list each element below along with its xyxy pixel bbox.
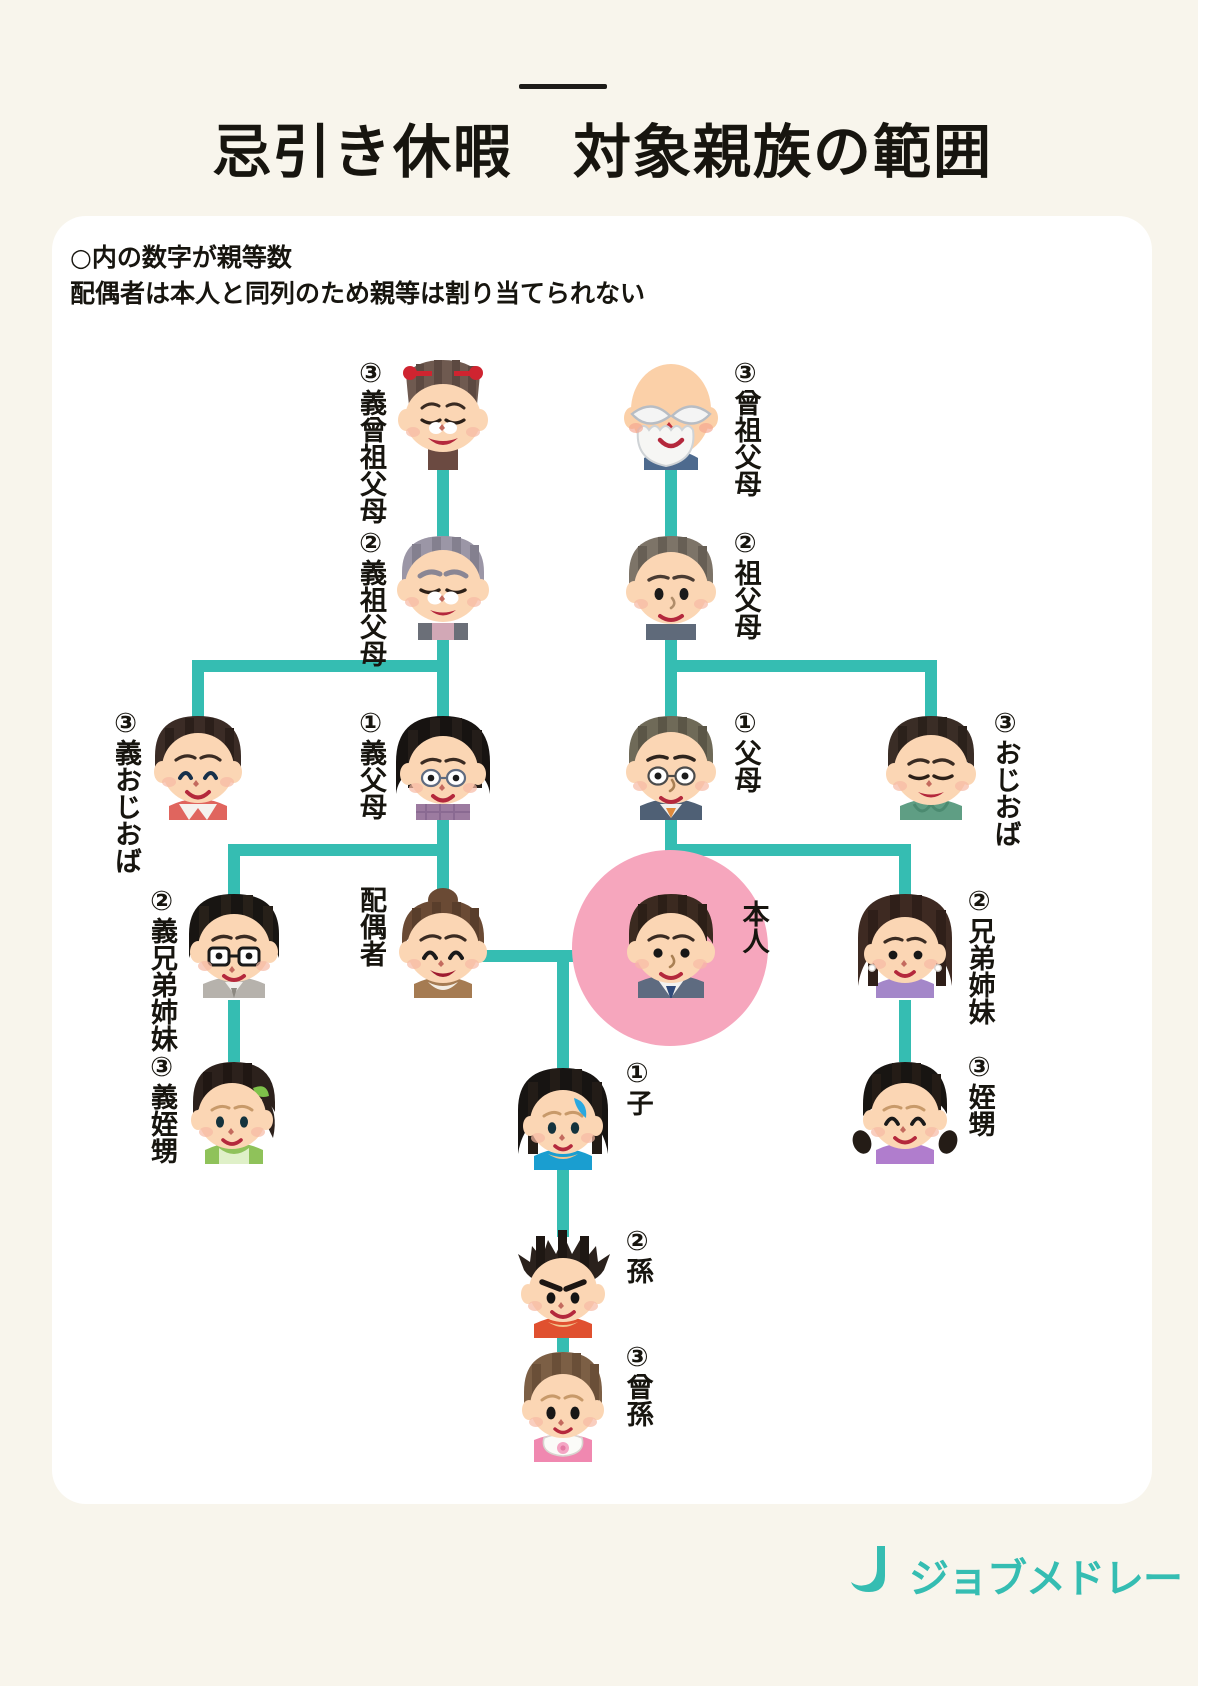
edge-sousofubo-sofubo [665,468,677,538]
node-label-himago: ③曾孫 [621,1342,653,1427]
node-label-haiguusha: 配偶者 [355,886,386,967]
avatar-kyoudai [850,886,960,998]
node-label-gi-fubo: ①義父母 [355,708,386,820]
legend-notes: ○内の数字が親等数 配偶者は本人と同列のため親等は割り当てられない [70,243,646,308]
node-label-gi-meioi: ③義姪甥 [146,1052,177,1164]
node-mago[interactable]: ②孫 [508,1226,653,1338]
node-haiguusha[interactable]: 配偶者 [355,886,498,998]
edge-bar-to-gikyoudai [228,844,240,896]
edge-bar-to-ojioba [925,660,937,720]
node-gi-sofubo[interactable]: ②義祖父母 [355,528,498,667]
node-gi-kyoudai[interactable]: ②義兄弟姉妹 [146,886,289,1052]
edge-sofubo-down [665,638,677,718]
node-honnin[interactable]: 本人 [572,850,769,1046]
node-label-kyoudai: ②兄弟姉妹 [963,886,995,1025]
node-sofubo[interactable]: ②祖父母 [616,528,761,640]
node-label-sofubo: ②祖父母 [729,528,761,640]
avatar-sofubo [616,528,726,640]
edge-gisofubo-down [437,638,449,718]
edge-kyoudai-meioi [899,1000,911,1062]
edge-couple-ko [557,950,569,1068]
avatar-haiguusha [388,886,498,998]
avatar-gi-fubo [388,708,498,820]
avatar-honnin [616,886,726,1000]
node-label-mago: ②孫 [621,1226,653,1284]
avatar-gi-kyoudai [179,886,289,998]
node-himago[interactable]: ③曾孫 [508,1342,653,1462]
avatar-gi-meioi [179,1052,289,1164]
avatar-mago [508,1226,618,1338]
edge-gisofubo-bar [192,660,449,672]
avatar-ojioba [876,708,986,820]
right-edge-strip [1198,0,1206,1686]
edge-bar-to-giojioba [192,660,204,720]
edge-sofubo-bar [665,660,937,672]
edge-gisousofubo-gisofubo [437,468,449,538]
node-sousofubo[interactable]: ③曾祖父母 [616,358,761,497]
avatar-gi-sousofubo [388,358,498,470]
avatar-ko [508,1058,618,1170]
node-gi-sousofubo[interactable]: ③義曾祖父母 [355,358,498,524]
node-label-ojioba: ③おじおば [989,708,1021,847]
node-label-gi-kyoudai: ②義兄弟姉妹 [146,886,177,1052]
edge-bar-to-kyoudai [899,844,911,896]
node-label-fubo: ①父母 [729,708,761,793]
node-label-gi-ojioba: ③義おじおば [110,708,141,874]
node-label-gi-sousofubo: ③義曾祖父母 [355,358,386,524]
node-fubo[interactable]: ①父母 [616,708,761,820]
node-label-honnin: 本人 [737,900,769,954]
avatar-gi-ojioba [143,708,253,820]
avatar-meioi [850,1052,960,1164]
node-ojioba[interactable]: ③おじおば [876,708,1021,847]
node-kyoudai[interactable]: ②兄弟姉妹 [850,886,995,1025]
node-label-ko: ①子 [621,1058,653,1116]
node-label-gi-sofubo: ②義祖父母 [355,528,386,667]
avatar-himago [508,1342,618,1462]
edge-gikyoudai-gimeioi [228,1000,240,1062]
avatar-sousofubo [616,358,726,470]
jobmedley-mark-icon [845,1542,899,1596]
brand-logo: ジョブメドレー [845,1540,1183,1602]
edge-fubo-bar [665,844,911,856]
node-label-sousofubo: ③曾祖父母 [729,358,761,497]
title-divider-rule [519,84,607,89]
node-label-meioi: ③姪甥 [963,1052,995,1137]
avatar-gi-sofubo [388,528,498,640]
edge-gifubo-bar [228,844,449,856]
node-meioi[interactable]: ③姪甥 [850,1052,995,1164]
brand-logo-text: ジョブメドレー [909,1556,1183,1602]
page-title: 忌引き休暇 対象親族の範囲 [212,118,993,186]
edge-ko-mago [557,1155,569,1237]
node-gi-meioi[interactable]: ③義姪甥 [146,1052,289,1164]
avatar-fubo [616,708,726,820]
node-gi-ojioba[interactable]: ③義おじおば [110,708,253,874]
node-gi-fubo[interactable]: ①義父母 [355,708,498,820]
node-ko[interactable]: ①子 [508,1058,653,1170]
